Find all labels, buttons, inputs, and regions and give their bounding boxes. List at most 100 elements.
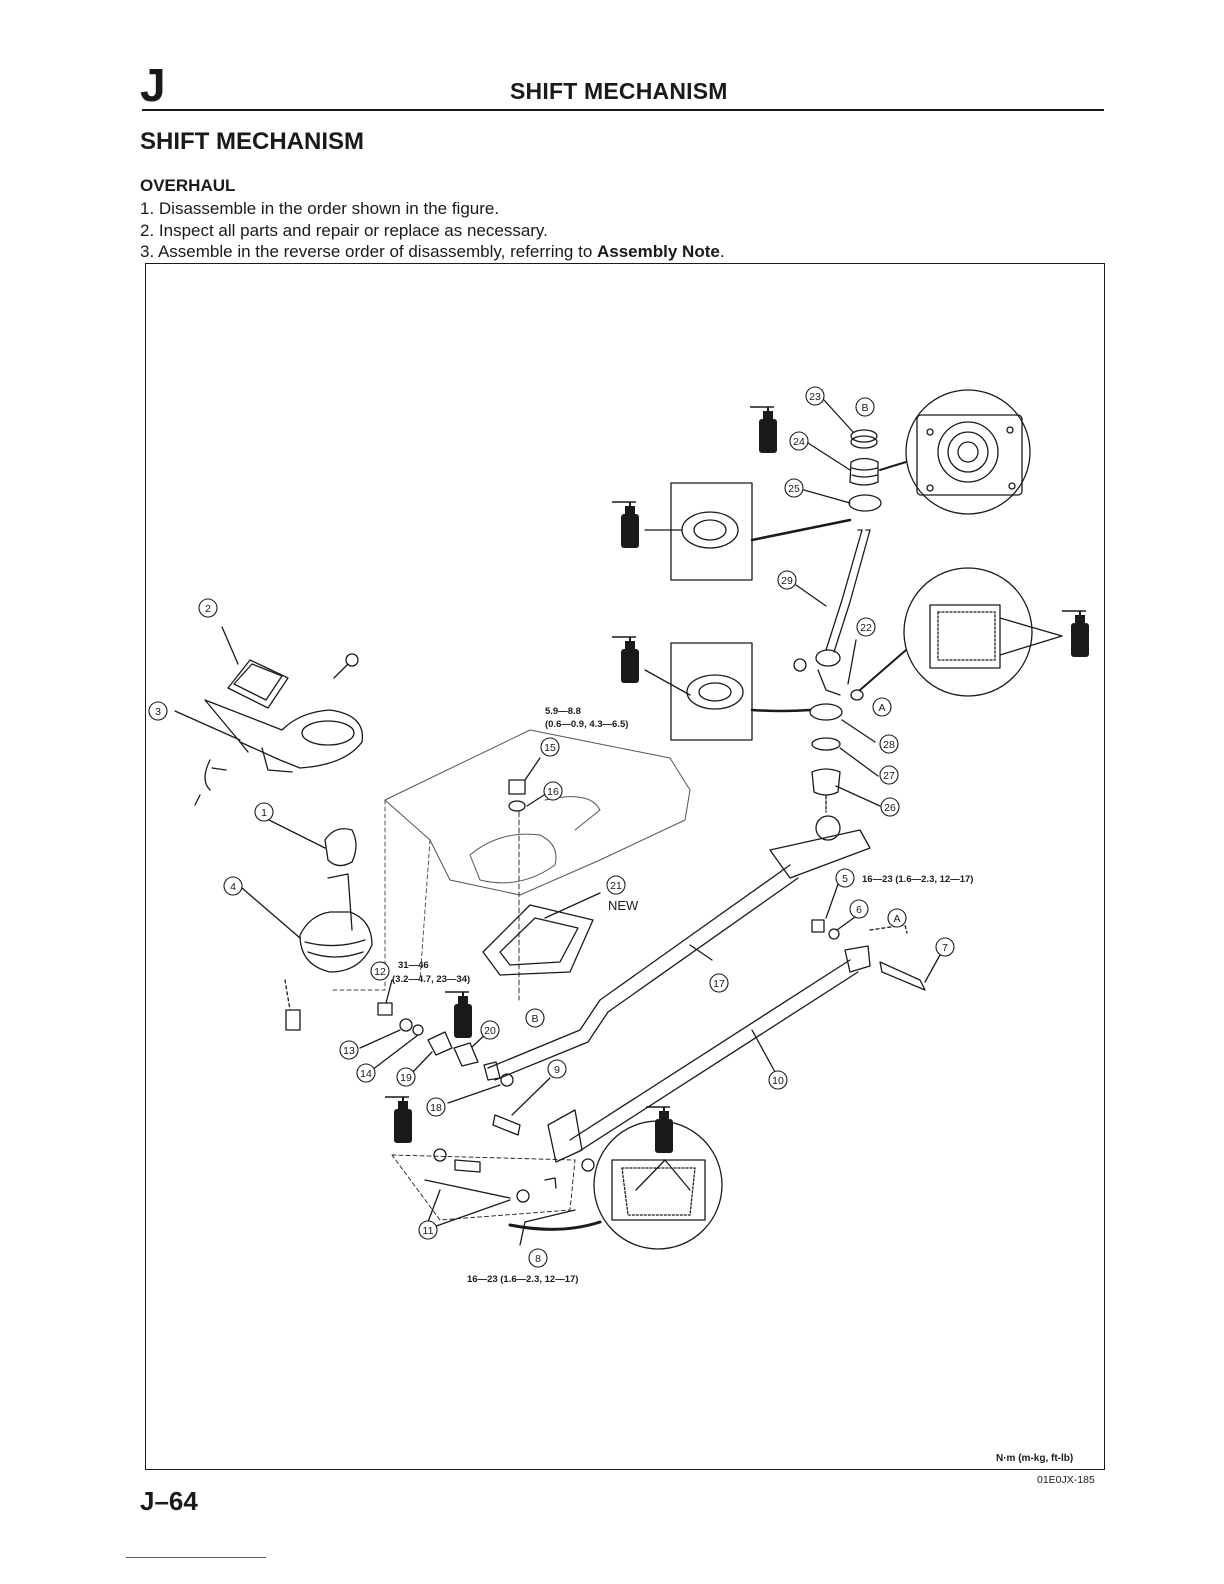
shift-boot-part — [241, 873, 373, 1031]
torque-label-5: 16—23 (1.6—2.3, 12—17) — [862, 874, 973, 885]
svg-text:12: 12 — [374, 966, 386, 978]
screw-part — [333, 653, 359, 679]
torque-units: N·m (m-kg, ft-lb) — [996, 1453, 1074, 1464]
svg-text:16: 16 — [547, 786, 559, 798]
callout-8: 8 — [528, 1248, 548, 1268]
svg-text:A: A — [878, 702, 885, 714]
letter-callout-b: B — [525, 1008, 545, 1028]
callout-25: 25 — [784, 478, 804, 498]
callout-21: 21 — [606, 875, 626, 895]
svg-text:23: 23 — [809, 391, 821, 403]
callout-24: 24 — [789, 431, 809, 451]
callout-17: 17 — [709, 973, 729, 993]
svg-text:4: 4 — [230, 881, 236, 893]
section-title: SHIFT MECHANISM — [140, 128, 364, 155]
step-3: 3. Assemble in the reverse order of disa… — [140, 241, 725, 263]
svg-text:24: 24 — [793, 436, 805, 448]
svg-text:5: 5 — [842, 873, 848, 885]
svg-text:25: 25 — [788, 483, 800, 495]
figure-frame — [145, 263, 1105, 1470]
svg-text:1: 1 — [261, 807, 267, 819]
grease-can-icon — [611, 636, 640, 684]
callout-18: 18 — [426, 1097, 446, 1117]
grease-can-icon — [645, 1106, 674, 1154]
extension-bar-part — [487, 815, 871, 1081]
step-2: 2. Inspect all parts and repair or repla… — [140, 220, 548, 240]
svg-text:17: 17 — [713, 978, 725, 990]
page-header-title: SHIFT MECHANISM — [510, 78, 728, 104]
svg-text:3: 3 — [155, 706, 161, 718]
detail-circle-bushing — [859, 567, 1063, 697]
callout-2: 2 — [198, 598, 218, 618]
svg-text:14: 14 — [360, 1068, 372, 1080]
svg-text:26: 26 — [884, 802, 896, 814]
svg-text:11: 11 — [423, 1225, 434, 1237]
svg-text:B: B — [861, 402, 868, 414]
page-number: J–64 — [140, 1486, 198, 1516]
torque-label-15: 5.9—8.8 — [545, 706, 581, 717]
svg-text:A: A — [893, 913, 900, 925]
svg-text:19: 19 — [400, 1072, 412, 1084]
step-3-text: 3. Assemble in the reverse order of disa… — [140, 242, 597, 261]
letter-callout-a: A — [887, 908, 907, 928]
grease-can-icon — [384, 1096, 413, 1144]
inset-box-upper — [644, 482, 852, 581]
svg-text:2: 2 — [205, 603, 211, 615]
torque-label-12: 31—46 — [398, 960, 429, 971]
callout-7: 7 — [935, 937, 955, 957]
callout-11: 11 — [418, 1220, 438, 1240]
callout-29: 29 — [777, 570, 797, 590]
svg-text:13: 13 — [343, 1045, 355, 1057]
callout-28: 28 — [879, 734, 899, 754]
assembly-note-ref: Assembly Note — [597, 242, 720, 261]
inset-box-lower — [644, 642, 812, 741]
grease-can-icon — [749, 406, 778, 454]
callout-16: 16 — [543, 781, 563, 801]
boot-cover-part — [221, 626, 289, 709]
callout-27: 27 — [879, 765, 899, 785]
subsection-title: OVERHAUL — [140, 176, 236, 195]
svg-text:10: 10 — [772, 1075, 784, 1087]
svg-text:6: 6 — [856, 904, 862, 916]
torque-label-12-detail: (3.2—4.7, 23—34) — [392, 974, 470, 985]
svg-text:7: 7 — [942, 942, 948, 954]
letter-callout-b: B — [855, 397, 875, 417]
svg-text:21: 21 — [610, 880, 622, 892]
callout-22: 22 — [856, 617, 876, 637]
detail-circle-joint — [508, 1120, 723, 1250]
callout-12: 12 — [370, 961, 390, 981]
callout-23: 23 — [805, 386, 825, 406]
step-3-end: . — [719, 242, 725, 261]
callout-26: 26 — [880, 797, 900, 817]
lever-bolt-part — [508, 757, 545, 1001]
callout-20: 20 — [480, 1020, 500, 1040]
bushing-stack-part — [359, 979, 514, 1104]
callout-6: 6 — [849, 899, 869, 919]
callout-10: 10 — [768, 1070, 788, 1090]
letter-callout-a: A — [872, 697, 892, 717]
svg-text:20: 20 — [484, 1025, 496, 1037]
callout-13: 13 — [339, 1040, 359, 1060]
callout-5: 5 — [835, 868, 855, 888]
callout-19: 19 — [396, 1067, 416, 1087]
svg-text:28: 28 — [883, 739, 895, 751]
clevis-part — [391, 1077, 595, 1246]
procedure-steps: 1. Disassemble in the order shown in the… — [140, 198, 725, 263]
callout-15: 15 — [540, 737, 560, 757]
shift-knob-part — [264, 817, 357, 867]
header-rule — [142, 109, 1104, 111]
detail-circle-seat — [879, 389, 1031, 515]
grease-can-icon — [611, 501, 640, 549]
callout-1: 1 — [254, 802, 274, 822]
callout-9: 9 — [547, 1059, 567, 1079]
svg-text:9: 9 — [554, 1064, 560, 1076]
svg-text:8: 8 — [535, 1253, 541, 1265]
bracket-part — [174, 699, 364, 806]
console-opening — [469, 833, 557, 884]
gasket-part — [482, 892, 601, 976]
svg-text:15: 15 — [544, 742, 556, 754]
console-outline — [384, 729, 691, 896]
figure-code: 01E0JX-185 — [1037, 1474, 1095, 1486]
grease-can-icon — [444, 991, 473, 1039]
callout-4: 4 — [223, 876, 243, 896]
